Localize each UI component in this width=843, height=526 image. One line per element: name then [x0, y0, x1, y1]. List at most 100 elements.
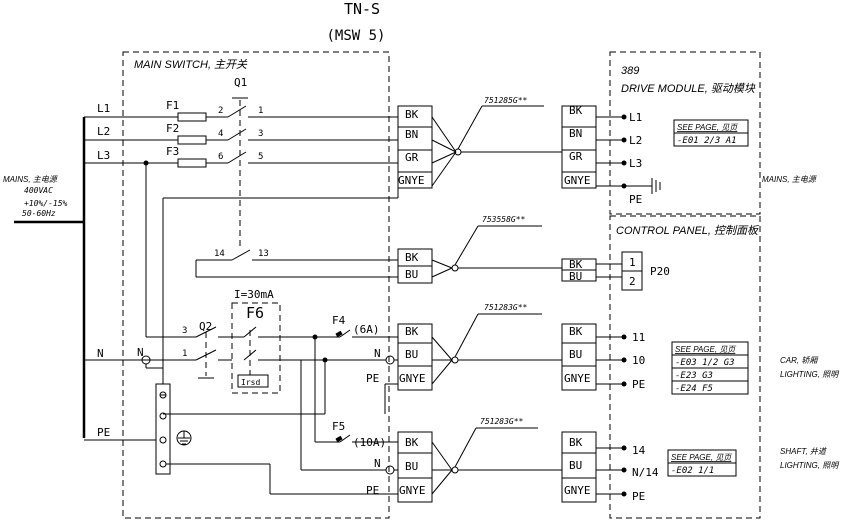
t3-n-label: N: [374, 347, 381, 360]
cp-t3-bk: BK: [569, 325, 583, 338]
dm-t-bn: BN: [569, 127, 582, 140]
t3-gnye: GNYE: [399, 372, 426, 385]
drive-module-number: 389: [621, 65, 639, 77]
contact-1: 1: [258, 106, 263, 116]
t3-bu: BU: [405, 348, 418, 361]
p20-pin-2: 2: [629, 275, 636, 288]
control-panel-box: [609, 215, 761, 519]
dm-pin-l2: L2: [629, 134, 642, 147]
terminal-group-1: [397, 105, 433, 189]
t1-gnye: GNYE: [398, 174, 425, 187]
dm-pin-l3: L3: [629, 157, 642, 170]
f6-current: I=30mA: [234, 288, 274, 301]
q2-contact-3: 3: [182, 326, 187, 336]
main-switch-label: MAIN SWITCH, 主开关: [134, 58, 248, 71]
f6-label: F6: [246, 304, 264, 322]
f4-rating: (6A): [353, 323, 380, 336]
dm-t-bk: BK: [569, 104, 583, 117]
neutral-wiring: [84, 160, 398, 495]
contact-13: 13: [258, 249, 269, 259]
dm-pin-l1: L1: [629, 111, 642, 124]
cable-1: [431, 105, 562, 187]
t2-bu: BU: [405, 268, 418, 281]
cable-3-label: 751283G**: [484, 303, 528, 312]
mains-label: MAINS, 主电源: [3, 175, 59, 184]
cp-t3-gnye: GNYE: [564, 372, 591, 385]
t2-bk: BK: [405, 251, 419, 264]
car-label-2: LIGHTING, 照明: [780, 370, 840, 379]
dm-t-gnye: GNYE: [564, 174, 591, 187]
car-see-page: SEE PAGE, 见页: [675, 345, 737, 354]
t3-pe-label: PE: [366, 372, 379, 385]
main-switch-box: [122, 51, 390, 519]
p20-pin-1: 1: [629, 256, 636, 269]
car-ref-1: -E03 1/2 G3: [675, 358, 735, 368]
fuse-f1-label: F1: [166, 99, 179, 112]
dm-pin-pe: PE: [629, 193, 642, 206]
cp-t2-bu: BU: [569, 270, 582, 283]
mains-freq: 50-60Hz: [22, 209, 56, 218]
q2-label: Q2: [199, 320, 212, 333]
cable-1-label: 751285G**: [484, 96, 528, 105]
drive-module-box: [609, 51, 761, 215]
terminal-group-4: [397, 427, 562, 503]
mains-voltage: 400VAC: [24, 186, 53, 195]
cp-t4-gnye: GNYE: [564, 484, 591, 497]
t1-bk: BK: [405, 108, 419, 121]
contact-2: 2: [218, 106, 223, 116]
f4-label: F4: [332, 314, 346, 327]
diagram-title: TN-S: [344, 0, 380, 18]
control-panel-label: CONTROL PANEL, 控制面板: [616, 224, 760, 237]
car-ref-2: -E23 G3: [675, 371, 713, 381]
contact-4: 4: [218, 129, 223, 139]
t4-bk: BK: [405, 436, 419, 449]
shaft-pin-14: 14: [632, 444, 646, 457]
shaft-ref: -E02 1/1: [671, 466, 714, 476]
f5-label: F5: [332, 420, 345, 433]
phase-lines: [84, 97, 398, 246]
line-label-l2: L2: [97, 125, 110, 138]
dm-ref: -E01 2/3 A1: [677, 136, 737, 146]
shaft-label-2: LIGHTING, 照明: [780, 461, 840, 470]
dm-right-label: MAINS, 主电源: [762, 175, 818, 184]
diagram-subtitle: (MSW 5): [326, 28, 385, 44]
fuse-f2-label: F2: [166, 122, 179, 135]
f5-rating: (10A): [353, 436, 386, 449]
dm-see-page: SEE PAGE, 见页: [677, 123, 739, 132]
cp-t3-bu: BU: [569, 348, 582, 361]
p20-label: P20: [650, 265, 670, 278]
t1-bn: BN: [405, 128, 418, 141]
cable-2-label: 753558G**: [482, 215, 526, 224]
shaft-see-page: SEE PAGE, 见页: [671, 453, 733, 462]
contact-3: 3: [258, 129, 263, 139]
terminal-group-2: [397, 225, 562, 284]
car-label: CAR, 轿厢: [780, 356, 819, 365]
contact-5: 5: [258, 152, 263, 162]
dm-t-gr: GR: [569, 150, 583, 163]
fuse-f3-label: F3: [166, 145, 179, 158]
contact-6: 6: [218, 152, 223, 162]
cp-t2-bk: BK: [569, 258, 583, 271]
t4-gnye: GNYE: [399, 484, 426, 497]
aux-contact-row: [195, 249, 398, 278]
t4-n-label: N: [374, 457, 381, 470]
cp-t4-bu: BU: [569, 459, 582, 472]
shaft-terminals: [561, 431, 627, 503]
car-pin-10: 10: [632, 354, 645, 367]
terminal-group-3: [397, 313, 562, 391]
car-terminals: [561, 323, 627, 391]
pe-terminal-block: [84, 186, 399, 495]
q2-contact-1: 1: [182, 349, 187, 359]
mains-tolerance: +10%/-15%: [24, 199, 68, 208]
shaft-pin-n14: N/14: [632, 466, 659, 479]
shaft-pin-pe: PE: [632, 490, 645, 503]
cable-4-label: 751283G**: [480, 417, 524, 426]
t1-gr: GR: [405, 151, 419, 164]
car-ref-3: -E24 F5: [675, 384, 713, 394]
t3-bk: BK: [405, 325, 419, 338]
cp-t4-bk: BK: [569, 436, 583, 449]
drive-terminals: [561, 105, 661, 194]
drive-module-label: DRIVE MODULE, 驱动模块: [621, 82, 756, 95]
line-label-n-inner: N: [137, 346, 144, 359]
